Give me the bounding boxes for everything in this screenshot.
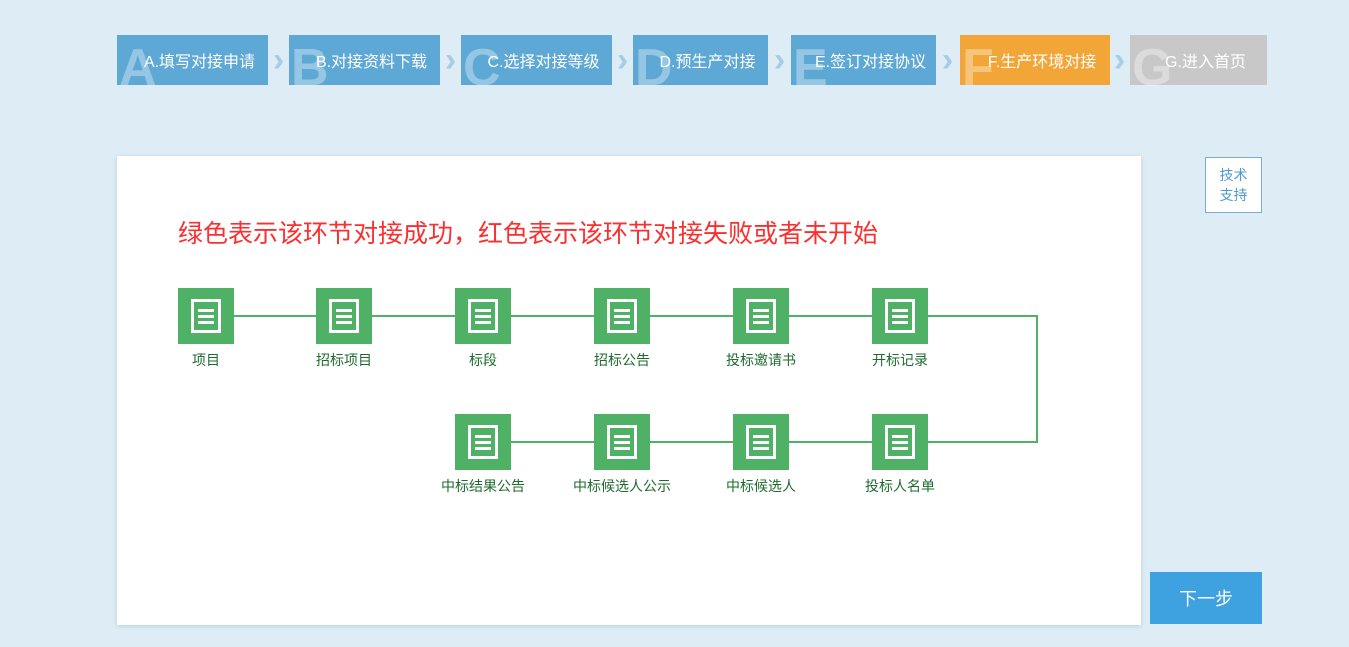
flow-node-winning-candidate: 中标候选人: [726, 414, 796, 494]
tech-support-line2: 支持: [1219, 187, 1248, 203]
step-a-fill-application[interactable]: A A.填写对接申请: [117, 35, 268, 94]
step-f-production-integration[interactable]: F F.生产环境对接: [960, 35, 1110, 94]
document-icon: [872, 414, 928, 470]
flow-node-label: 中标候选人: [726, 478, 796, 494]
step-label: D.预生产对接: [659, 54, 756, 71]
step-label: F.生产环境对接: [987, 54, 1097, 71]
document-icon: [316, 288, 372, 344]
flow-node-winning-result-announcement: 中标结果公告: [441, 414, 525, 494]
flow-node-label: 招标项目: [316, 352, 372, 368]
document-icon: [733, 288, 789, 344]
flow-node-label: 项目: [192, 352, 220, 368]
document-icon: [178, 288, 234, 344]
step-b-download-materials[interactable]: B B.对接资料下载: [289, 35, 440, 94]
flow-node-label: 中标候选人公示: [573, 478, 671, 494]
flow-node-label: 开标记录: [872, 352, 928, 368]
step-label: B.对接资料下载: [315, 54, 428, 71]
next-step-button[interactable]: 下一步: [1150, 572, 1262, 624]
flow-node-tender-announcement: 招标公告: [594, 288, 650, 368]
document-icon: [455, 288, 511, 344]
flow-node-label: 中标结果公告: [441, 478, 525, 494]
flow-node-bid-invitation: 投标邀请书: [726, 288, 796, 368]
step-label: E.签订对接协议: [814, 54, 927, 71]
chevron-right-icon: ›: [616, 41, 629, 79]
chevron-right-icon: ›: [941, 41, 954, 79]
flow-node-project: 项目: [178, 288, 234, 368]
flow-node-bid-section: 标段: [455, 288, 511, 368]
tech-support-button[interactable]: 技术 支持: [1205, 157, 1262, 213]
flow-node-tender-project: 招标项目: [316, 288, 372, 368]
document-icon: [733, 414, 789, 470]
chevron-right-icon: ›: [773, 41, 786, 79]
tech-support-line1: 技术: [1219, 167, 1248, 183]
step-e-sign-agreement[interactable]: E E.签订对接协议: [791, 35, 936, 94]
document-icon: [455, 414, 511, 470]
status-card: 绿色表示该环节对接成功，红色表示该环节对接失败或者未开始 项目 招标项目 标段 …: [117, 156, 1141, 625]
chevron-right-icon: ›: [1113, 41, 1126, 79]
flow-node-label: 投标人名单: [865, 478, 935, 494]
flow-node-label: 投标邀请书: [726, 352, 796, 368]
flow-node-candidate-publicity: 中标候选人公示: [573, 414, 671, 494]
legend-note: 绿色表示该环节对接成功，红色表示该环节对接失败或者未开始: [178, 220, 879, 248]
step-c-select-level[interactable]: C C.选择对接等级: [461, 35, 612, 94]
flow-node-label: 招标公告: [594, 352, 650, 368]
chevron-right-icon: ›: [272, 41, 285, 79]
document-icon: [594, 414, 650, 470]
step-label: A.填写对接申请: [143, 54, 256, 71]
step-g-go-home[interactable]: G G.进入首页: [1130, 35, 1267, 94]
flow-node-label: 标段: [469, 352, 497, 368]
step-label: C.选择对接等级: [487, 54, 600, 71]
chevron-right-icon: ›: [444, 41, 457, 79]
step-label: G.进入首页: [1165, 54, 1246, 71]
document-icon: [872, 288, 928, 344]
document-icon: [594, 288, 650, 344]
flow-node-bidder-list: 投标人名单: [865, 414, 935, 494]
flow-connector-vertical: [1036, 315, 1038, 443]
flow-node-bid-opening-record: 开标记录: [872, 288, 928, 368]
step-d-pre-production[interactable]: D D.预生产对接: [633, 35, 768, 94]
